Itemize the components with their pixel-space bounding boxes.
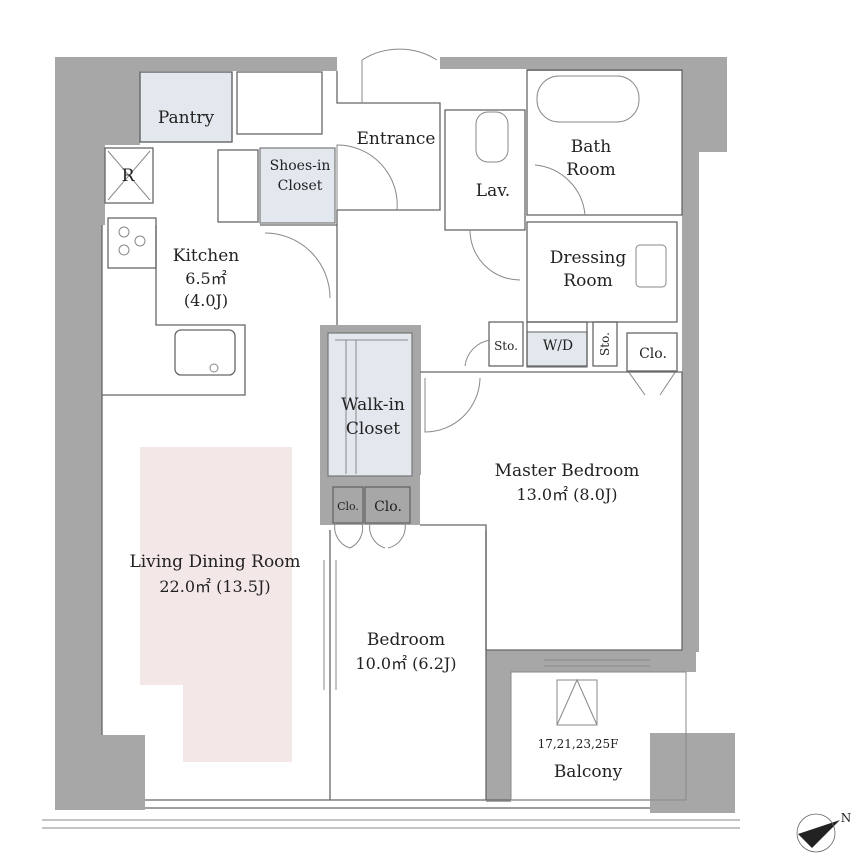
kitchen-label: Kitchen	[173, 246, 239, 266]
storage-b-label: Sto.	[598, 332, 612, 356]
bath-room-label-2: Room	[566, 160, 615, 180]
shoes-in-closet-label-2: Closet	[278, 178, 323, 194]
floors-note: 17,21,23,25F	[538, 737, 619, 751]
compass: N	[796, 811, 852, 853]
master-bedroom-label: Master Bedroom	[495, 461, 640, 481]
bath-room-label-1: Bath	[571, 137, 611, 157]
storage-a-label: Sto.	[494, 339, 518, 353]
closet-master-label: Clo.	[639, 346, 667, 362]
partitions	[42, 48, 740, 829]
living-dining-label: Living Dining Room	[129, 552, 300, 572]
lavatory-label: Lav.	[476, 181, 510, 201]
kitchen-tatami: (4.0J)	[184, 291, 228, 310]
dressing-room-label-2: Room	[563, 271, 612, 291]
living-dining-area: 22.0㎡ (13.5J)	[159, 577, 270, 596]
walk-in-closet-label-2: Closet	[346, 419, 400, 439]
shoes-in-closet-label-1: Shoes-in	[270, 158, 331, 174]
closet-small-label: Clo.	[337, 500, 359, 513]
compass-north-label: N	[841, 811, 852, 825]
master-bedroom-area: 13.0㎡ (8.0J)	[516, 485, 617, 504]
balcony-label: Balcony	[554, 762, 623, 782]
dressing-room-label-1: Dressing	[550, 248, 627, 268]
pantry-label: Pantry	[158, 108, 215, 128]
closet-bedroom-label: Clo.	[374, 499, 402, 515]
compass-needle-icon	[798, 820, 840, 848]
refrigerator-label: R	[122, 166, 136, 186]
walk-in-closet-label-1: Walk-in	[341, 395, 405, 415]
living-highlight	[140, 447, 292, 762]
bedroom-label: Bedroom	[367, 630, 445, 650]
kitchen-area: 6.5㎡	[185, 269, 226, 288]
room-labels: Pantry R Entrance Shoes-in Closet Kitche…	[122, 108, 667, 782]
bedroom-area: 10.0㎡ (6.2J)	[355, 654, 456, 673]
entrance-label: Entrance	[357, 129, 436, 149]
washer-dryer-label: W/D	[543, 338, 573, 354]
